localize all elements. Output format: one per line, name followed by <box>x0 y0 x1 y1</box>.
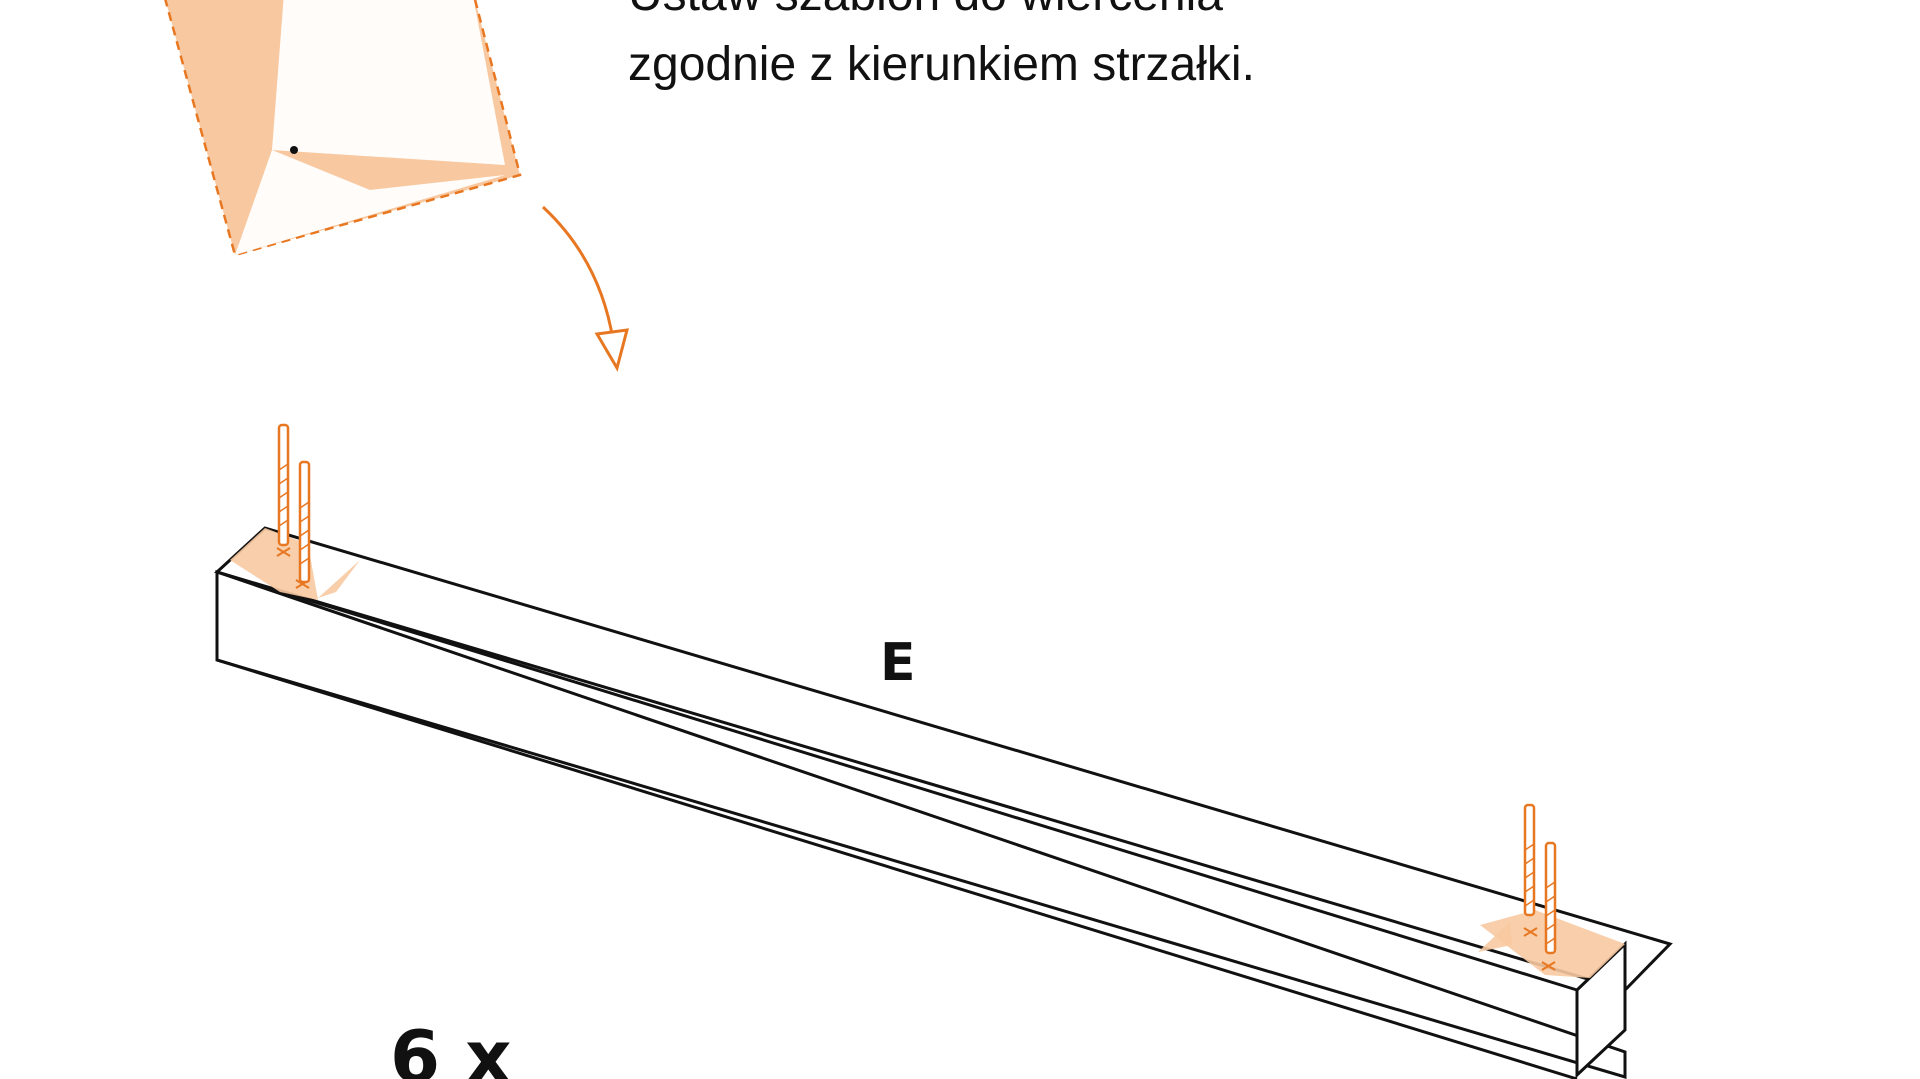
drill-bit-icon <box>1523 803 1557 955</box>
drilling-template-icon <box>164 0 522 257</box>
instruction-line-1: Ustaw szablon do wiercenia <box>628 0 1223 21</box>
drill-bit-icon <box>277 423 311 584</box>
quantity-label: 6 x <box>390 1015 512 1079</box>
curved-arrow-icon <box>541 205 630 372</box>
part-label: E <box>880 633 916 693</box>
beam-e <box>214 526 1673 1079</box>
template-center-dot <box>290 146 298 154</box>
instruction-line-2: zgodnie z kierunkiem strzałki. <box>628 38 1255 91</box>
